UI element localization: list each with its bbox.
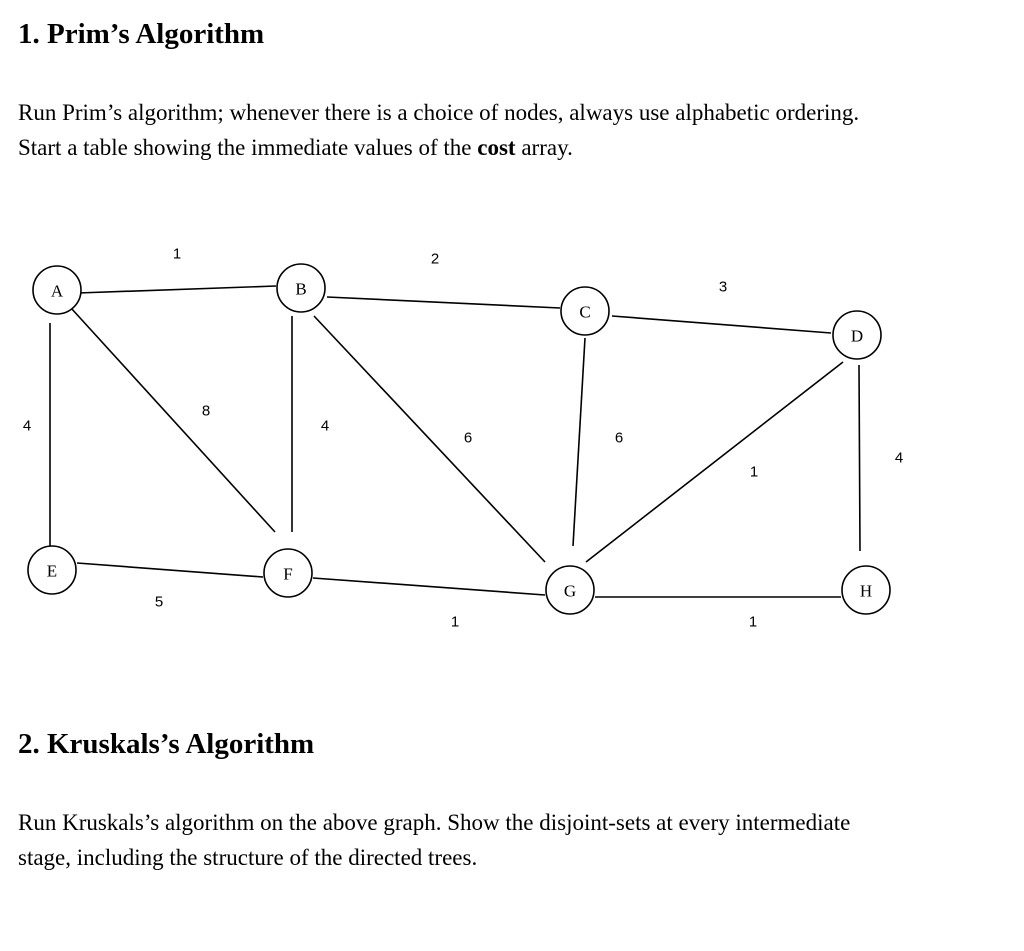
node-label: G bbox=[564, 582, 576, 601]
edge-weight-g-h: 1 bbox=[749, 614, 757, 631]
edge-weight-b-c: 2 bbox=[431, 251, 439, 268]
edge-weight-c-g: 6 bbox=[615, 430, 623, 447]
edge-e-f bbox=[76, 562, 264, 578]
node-e: E bbox=[27, 545, 77, 595]
text-span: Start a table showing the immediate valu… bbox=[18, 135, 478, 160]
section1-paragraph: Run Prim’s algorithm; whenever there is … bbox=[18, 95, 859, 165]
node-a: A bbox=[32, 265, 82, 315]
node-circle bbox=[263, 548, 313, 598]
edge-weight-c-d: 3 bbox=[719, 279, 727, 296]
node-circle bbox=[32, 265, 82, 315]
weighted-graph-diagram: 1 2 3 4 8 4 6 6 1 4 5 1 1 A B C D E F G H bbox=[0, 230, 1024, 650]
edge-weight-e-f: 5 bbox=[155, 594, 163, 611]
node-circle bbox=[832, 310, 882, 360]
edge-d-g bbox=[585, 361, 844, 563]
graph-canvas: 1 2 3 4 8 4 6 6 1 4 5 1 1 A B C D E F G H bbox=[23, 246, 903, 631]
edge-b-g bbox=[313, 315, 546, 563]
node-g: G bbox=[545, 565, 595, 615]
edge-weight-b-g: 6 bbox=[464, 430, 472, 447]
edge-weight-d-g: 1 bbox=[750, 464, 758, 481]
node-b: B bbox=[276, 263, 326, 313]
node-f: F bbox=[263, 548, 313, 598]
node-label: D bbox=[851, 327, 863, 346]
edge-d-h bbox=[858, 364, 861, 552]
section1-paragraph-line2: Start a table showing the immediate valu… bbox=[18, 130, 859, 165]
edge-a-f bbox=[70, 307, 276, 533]
section2-heading: 2. Kruskals’s Algorithm bbox=[18, 728, 315, 760]
weights-layer: 1 2 3 4 8 4 6 6 1 4 5 1 1 bbox=[23, 246, 903, 631]
section2-paragraph: Run Kruskals’s algorithm on the above gr… bbox=[18, 805, 850, 875]
text-span: array. bbox=[515, 135, 573, 160]
node-label: A bbox=[51, 282, 64, 301]
edge-weight-b-f: 4 bbox=[321, 418, 329, 435]
node-circle bbox=[841, 565, 891, 615]
node-label: E bbox=[47, 562, 57, 581]
node-h: H bbox=[841, 565, 891, 615]
node-c: C bbox=[560, 286, 610, 336]
edge-weight-a-f: 8 bbox=[202, 403, 210, 420]
edge-weight-f-g: 1 bbox=[451, 614, 459, 631]
node-label: C bbox=[579, 303, 590, 322]
cost-keyword: cost bbox=[477, 135, 516, 160]
edge-weight-d-h: 4 bbox=[895, 450, 903, 467]
edge-c-g bbox=[572, 337, 586, 547]
edge-a-b bbox=[77, 285, 277, 294]
node-circle bbox=[27, 545, 77, 595]
section2-paragraph-line1: Run Kruskals’s algorithm on the above gr… bbox=[18, 810, 851, 835]
edge-weight-a-b: 1 bbox=[173, 246, 181, 263]
section2-paragraph-line2: stage, including the structure of the di… bbox=[18, 845, 478, 870]
section1-paragraph-line1: Run Prim’s algorithm; whenever there is … bbox=[18, 100, 860, 125]
node-circle bbox=[545, 565, 595, 615]
section1-heading: 1. Prim’s Algorithm bbox=[18, 18, 265, 50]
edge-b-c bbox=[326, 296, 561, 309]
node-label: B bbox=[295, 280, 306, 299]
node-label: H bbox=[860, 582, 872, 601]
node-d: D bbox=[832, 310, 882, 360]
node-label: F bbox=[283, 565, 292, 584]
nodes-layer: A B C D E F G H bbox=[27, 263, 891, 615]
edges-layer bbox=[49, 285, 861, 598]
node-circle bbox=[276, 263, 326, 313]
edge-f-g bbox=[312, 577, 546, 596]
edge-weight-a-e: 4 bbox=[23, 418, 31, 435]
edge-c-d bbox=[611, 315, 832, 334]
node-circle bbox=[560, 286, 610, 336]
